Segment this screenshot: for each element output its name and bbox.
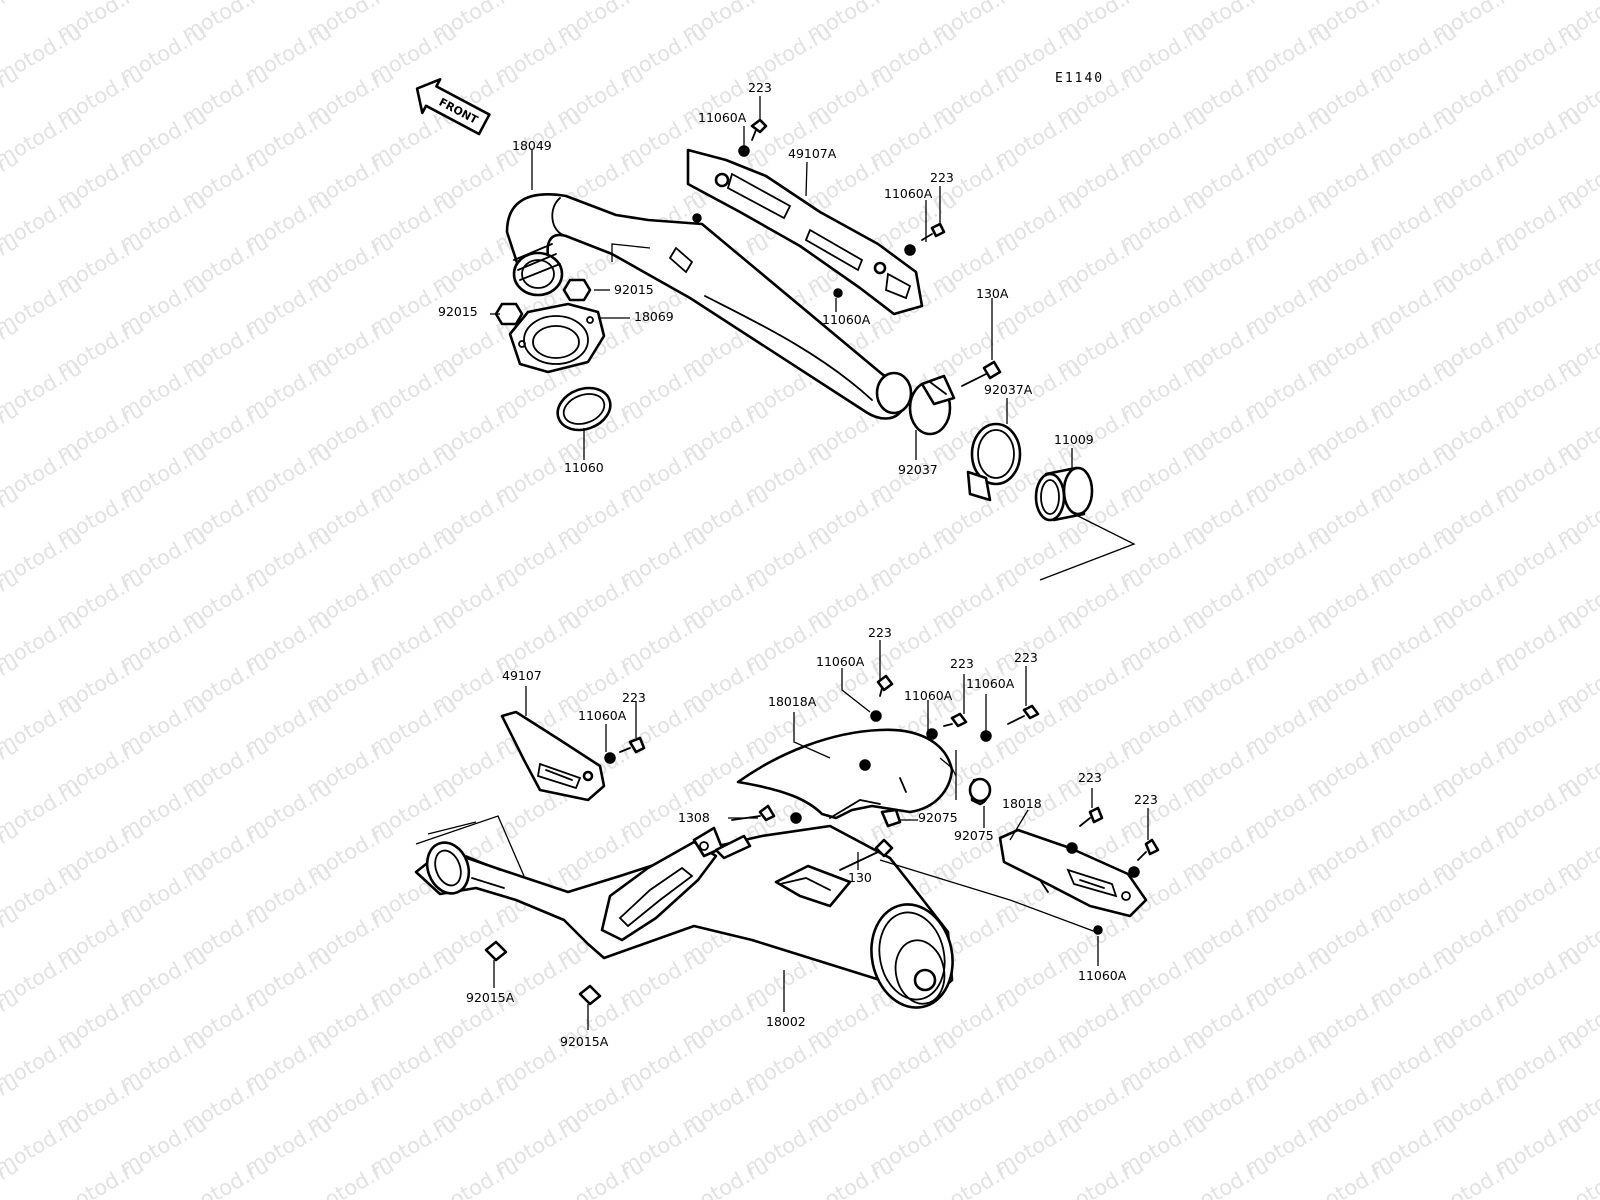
part-label: 11060A	[822, 312, 871, 327]
part-label: 11060	[564, 460, 604, 475]
part-label: 11060A	[1078, 968, 1127, 983]
lower-fasteners	[484, 674, 1160, 1006]
washer-11060A-right	[904, 244, 916, 256]
heat-guard-18018A	[736, 728, 954, 820]
heat-guard-49107A	[686, 148, 924, 316]
muffler-18002	[414, 824, 954, 1009]
part-label: 223	[1134, 792, 1158, 807]
washer-11060A-top	[738, 145, 750, 157]
part-label: 11060A	[816, 654, 865, 669]
watermark-text: motod.ru	[1178, 1153, 1273, 1200]
watermark-text: motod.ru	[178, 1153, 273, 1200]
bolt-223-top	[750, 118, 768, 141]
part-label: 92015	[614, 282, 654, 297]
part-label: 11060A	[966, 676, 1015, 691]
part-label: 223	[950, 656, 974, 671]
part-label: 49107A	[788, 146, 837, 161]
part-label: 92015A	[560, 1034, 609, 1049]
gasket-11009	[1034, 466, 1094, 522]
part-label: 92075	[954, 828, 994, 843]
watermark-text: motod.ru	[803, 1153, 898, 1200]
part-label: 223	[930, 170, 954, 185]
clamp-92037	[908, 374, 956, 436]
watermark-text: motod.ru	[1553, 1153, 1600, 1200]
header-pipe-18049	[505, 193, 913, 420]
part-label: 11060A	[698, 110, 747, 125]
watermark-text: motod.ru	[678, 1153, 773, 1200]
part-label: 223	[868, 625, 892, 640]
washer-11060A-guard	[692, 213, 702, 223]
part-label: 92075	[918, 810, 958, 825]
part-label: 11060A	[884, 186, 933, 201]
part-label: 92037A	[984, 382, 1033, 397]
heat-guard-18018	[998, 828, 1148, 918]
part-label: 92015	[438, 304, 478, 319]
diagram-code: E1140	[1055, 71, 1104, 86]
bolt-223-right	[921, 222, 946, 241]
part-label: 18018	[1002, 796, 1042, 811]
bolt-130A	[961, 360, 1002, 387]
part-label: 18018A	[768, 694, 817, 709]
part-label: 11060A	[904, 688, 953, 703]
part-labels: 223 11060A 49107A 18049 223 11060A 92015…	[438, 80, 1158, 1049]
heat-guard-49107	[500, 710, 606, 802]
watermark-text: motod.ru	[553, 1153, 648, 1200]
clamp-92037A	[966, 422, 1022, 502]
part-label: 11009	[1054, 432, 1094, 447]
upper-leader-lines	[490, 96, 1136, 581]
lower-leader-lines	[415, 640, 1149, 1030]
watermark-text: motod.ru	[1428, 1153, 1523, 1200]
watermark-text: motod.ru	[928, 1153, 1023, 1200]
watermark-text: motod.ru	[1303, 1153, 1398, 1200]
part-label: 223	[748, 80, 772, 95]
part-label: 92037	[898, 462, 938, 477]
watermark-text: motod.ru	[303, 1153, 398, 1200]
part-label: 223	[1014, 650, 1038, 665]
watermark-text: motod.ru	[1053, 1153, 1148, 1200]
exhaust-flange-18069	[508, 302, 606, 374]
watermark-text: motod.ru	[53, 1153, 148, 1200]
part-label: 18049	[512, 138, 552, 153]
part-label: 11060A	[578, 708, 627, 723]
watermark-text: motod.ru	[0, 0, 23, 46]
part-label: 223	[1078, 770, 1102, 785]
part-label: 18002	[766, 1014, 806, 1029]
part-label: 130A	[976, 286, 1009, 301]
part-label: 223	[622, 690, 646, 705]
part-label: 130	[848, 870, 872, 885]
part-label: 49107	[502, 668, 542, 683]
part-label: 92015A	[466, 990, 515, 1005]
watermark-text: motod.ru	[428, 1153, 523, 1200]
part-label: 18069	[634, 309, 674, 324]
washer-11060A-lower	[833, 288, 843, 298]
nut-92015-right	[562, 278, 592, 302]
part-label: 1308	[678, 810, 710, 825]
gasket-11060	[556, 386, 612, 432]
